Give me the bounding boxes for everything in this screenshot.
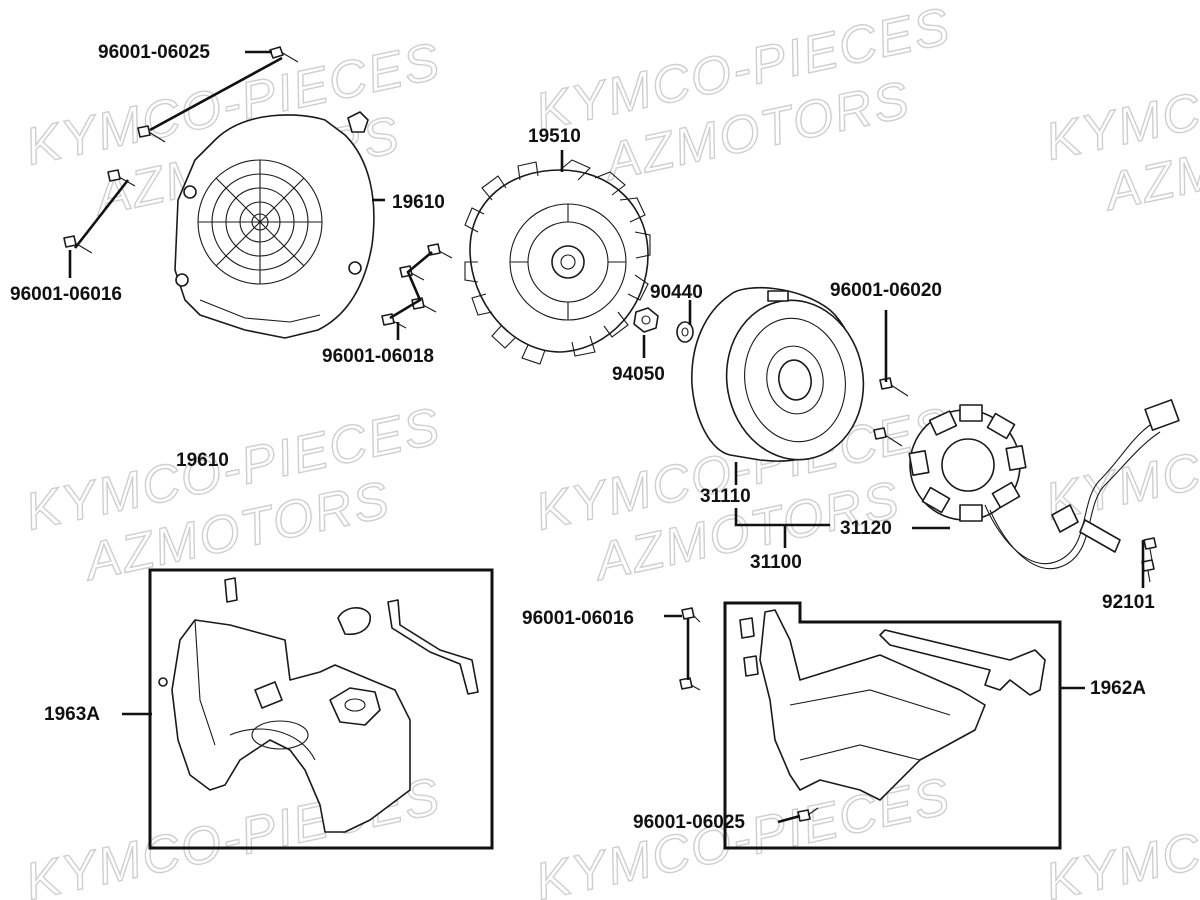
label-alternator-assy: 31100: [750, 552, 802, 573]
label-washer: 90440: [650, 282, 703, 303]
label-bolt-right: 92101: [1102, 592, 1155, 613]
label-fan-cover-top: 19610: [392, 192, 445, 213]
shroud-left-frame: [148, 568, 494, 850]
screw-icon: [137, 125, 166, 143]
bolt-icon: [1141, 537, 1157, 583]
nut-icon: [633, 307, 659, 333]
leader-lines: [68, 50, 1145, 824]
screw-icon: [679, 677, 701, 691]
label-screw-bottom: 96001-06025: [633, 812, 745, 833]
washer-icon: [676, 321, 694, 343]
label-stator-screw: 96001-06020: [830, 280, 942, 301]
screw-icon: [873, 427, 903, 447]
cooling-fan: [464, 159, 651, 365]
label-screw-left: 96001-06016: [10, 284, 122, 305]
flywheel-rotor: [691, 286, 865, 462]
label-screw-group-center: 96001-06018: [322, 346, 434, 367]
label-cooling-fan: 19510: [528, 126, 581, 147]
watermark-text: KYMCO-PIECES: [1040, 767, 1200, 900]
part-labels: 96001-06025 19610 96001-06016 96001-0601…: [10, 42, 1155, 833]
label-shroud-left: 1963A: [44, 704, 100, 725]
screw-icon: [681, 607, 701, 623]
label-screw-top-left: 96001-06025: [98, 42, 210, 63]
shroud-right-frame: [723, 601, 1062, 850]
fan-cover: [174, 111, 375, 339]
shroud-right: [739, 609, 1046, 801]
label-flywheel-rotor: 31110: [700, 486, 751, 507]
screw-icon: [269, 46, 299, 63]
screw-icon: [797, 807, 819, 822]
label-nut: 94050: [612, 364, 665, 385]
shroud-left: [158, 577, 479, 833]
label-fan-cover-mid: 19610: [176, 450, 229, 471]
stator-coil: [908, 399, 1180, 570]
label-stator-coil: 31120: [840, 518, 892, 539]
label-screw-lower-center: 96001-06016: [522, 608, 634, 629]
screw-icon: [879, 377, 909, 397]
label-shroud-right: 1962A: [1090, 678, 1146, 699]
